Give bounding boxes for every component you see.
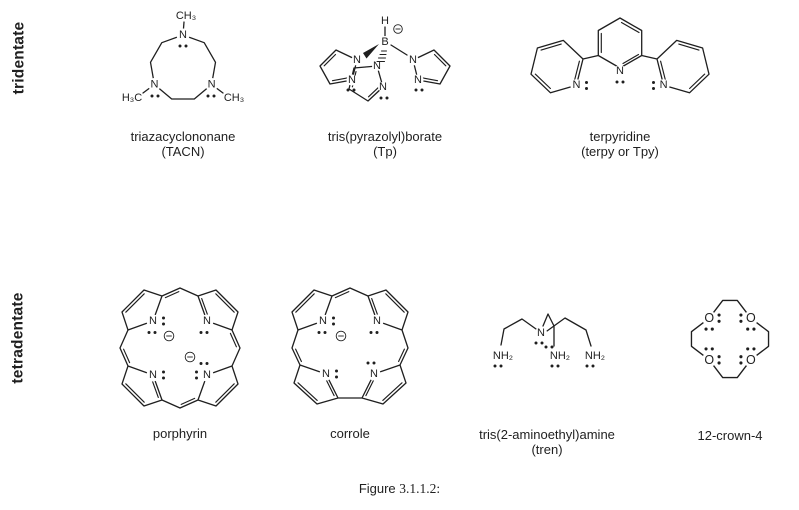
- wedge-bond: [363, 44, 379, 59]
- lone-pair-dots: [585, 80, 655, 90]
- row-label-tridentate: tridentate: [0, 8, 38, 108]
- nitrogen-label: N: [208, 79, 216, 91]
- atom-masks: [570, 65, 670, 92]
- tacn-drawing: N N N CH₃ CH₃ H₃C: [122, 10, 244, 104]
- atom-masks: [147, 28, 219, 91]
- terpy-skeleton: [530, 17, 710, 94]
- structure-tacn: N N N CH₃ CH₃ H₃C triazacyclononane (TAC…: [103, 6, 263, 159]
- structure-abbr: (Tp): [373, 144, 397, 159]
- caption-prefix: Figure: [358, 481, 396, 496]
- nitrogen-label: N: [149, 369, 157, 381]
- oxygen-label: O: [746, 353, 756, 367]
- structure-name: corrole: [330, 426, 370, 441]
- boron-label: B: [381, 36, 388, 48]
- structure-name: tris(pyrazolyl)borate: [327, 129, 443, 144]
- crown-skeleton: [690, 299, 770, 379]
- amine-label: NH₂: [550, 350, 570, 362]
- atom-masks: [146, 314, 214, 382]
- nitrogen-label: N: [348, 74, 356, 86]
- nitrogen-label: N: [322, 368, 330, 380]
- oxygen-label: O: [704, 311, 714, 325]
- lone-pair-dots: [704, 313, 756, 365]
- structure-terpy: N N N terpyridine (terpy or Tpy): [520, 10, 720, 159]
- structure-abbr: (TACN): [161, 144, 205, 159]
- terpy-double-bonds: [534, 21, 706, 90]
- row-label-text: tetradentate: [10, 292, 27, 384]
- hydrogen-label: H: [381, 15, 389, 27]
- nitrogen-label: N: [660, 79, 668, 91]
- tp-drawing: B H N N N N N N: [319, 15, 451, 102]
- atom-masks: [316, 314, 384, 381]
- nitrogen-label: N: [379, 81, 387, 93]
- negative-charge-icon: [163, 330, 175, 342]
- structure-abbr: (terpy or Tpy): [581, 144, 659, 159]
- tacn-skeleton: [142, 21, 224, 100]
- tren-skeleton: [500, 313, 592, 347]
- nitrogen-label: N: [373, 60, 381, 72]
- lone-pair-dots: [150, 44, 216, 98]
- nitrogen-label: N: [572, 79, 580, 91]
- oxygen-label: O: [746, 311, 756, 325]
- porphyrin-drawing: N N N N: [119, 287, 241, 409]
- crown-drawing: O O O O: [690, 299, 770, 379]
- nitrogen-label: N: [370, 368, 378, 380]
- oxygen-label: O: [704, 353, 714, 367]
- negative-charge-icon: [335, 330, 347, 342]
- porphyrin-skeleton: [119, 287, 241, 409]
- corrole-skeleton: [291, 287, 409, 405]
- corrole-drawing: N N N N: [291, 287, 409, 405]
- tp-double-bonds: [323, 53, 447, 98]
- atom-masks: [701, 310, 759, 368]
- structure-name: porphyrin: [152, 426, 208, 441]
- terpy-drawing: N N N: [530, 17, 710, 94]
- structure-name: 12-crown-4: [697, 428, 763, 443]
- row-label-tetradentate: tetradentate: [0, 276, 38, 400]
- negative-charge-icon: [393, 24, 403, 34]
- atom-masks: [490, 327, 608, 363]
- nitrogen-label: N: [179, 29, 187, 41]
- methyl-label: CH₃: [176, 10, 196, 22]
- corrole-double-bonds: [295, 291, 405, 401]
- nitrogen-label: N: [537, 327, 545, 339]
- nitrogen-label: N: [414, 74, 422, 86]
- nitrogen-label: N: [616, 65, 624, 77]
- nitrogen-label: N: [373, 315, 381, 327]
- amine-label: NH₂: [585, 350, 605, 362]
- nitrogen-label: N: [203, 369, 211, 381]
- tp-skeleton: [319, 26, 451, 102]
- methyl-label: CH₃: [224, 92, 244, 104]
- structure-corrole: N N N N corrole: [275, 270, 425, 441]
- row-label-text: tridentate: [10, 21, 27, 95]
- nitrogen-label: N: [319, 315, 327, 327]
- structure-tp: B H N N N N N N tris(pyrazolyl)borate (T…: [290, 10, 480, 159]
- hashed-bond: [376, 50, 388, 63]
- lone-pair-dots: [493, 341, 595, 368]
- nitrogen-label: N: [203, 315, 211, 327]
- nitrogen-label: N: [409, 54, 417, 66]
- structure-tren: N NH₂ NH₂ NH₂ tris(2-aminoethyl)amine (t…: [467, 307, 627, 457]
- lone-pair-dots: [147, 316, 209, 380]
- caption-number: 3.1.1.2:: [399, 481, 441, 496]
- amine-label: NH₂: [493, 350, 513, 362]
- structure-name: triazacyclononane: [130, 129, 236, 144]
- methyl-label: H₃C: [122, 92, 142, 104]
- atom-masks: [346, 16, 424, 92]
- porphyrin-double-bonds: [123, 291, 237, 405]
- nitrogen-label: N: [353, 54, 361, 66]
- nitrogen-label: N: [149, 315, 157, 327]
- lone-pair-dots: [317, 316, 379, 379]
- nitrogen-label: N: [150, 79, 158, 91]
- tren-drawing: N NH₂ NH₂ NH₂: [490, 313, 608, 368]
- lone-pair-dots: [346, 88, 424, 100]
- structure-name: tris(2-aminoethyl)amine: [479, 427, 615, 442]
- structure-crown: O O O O 12-crown-4: [655, 289, 799, 443]
- structure-name: terpyridine: [589, 129, 651, 144]
- structure-porphyrin: N N N N porphyrin: [102, 270, 258, 441]
- negative-charge-icon: [184, 351, 196, 363]
- structure-abbr: (tren): [531, 442, 563, 457]
- figure-caption: Figure 3.1.1.2:: [0, 481, 799, 497]
